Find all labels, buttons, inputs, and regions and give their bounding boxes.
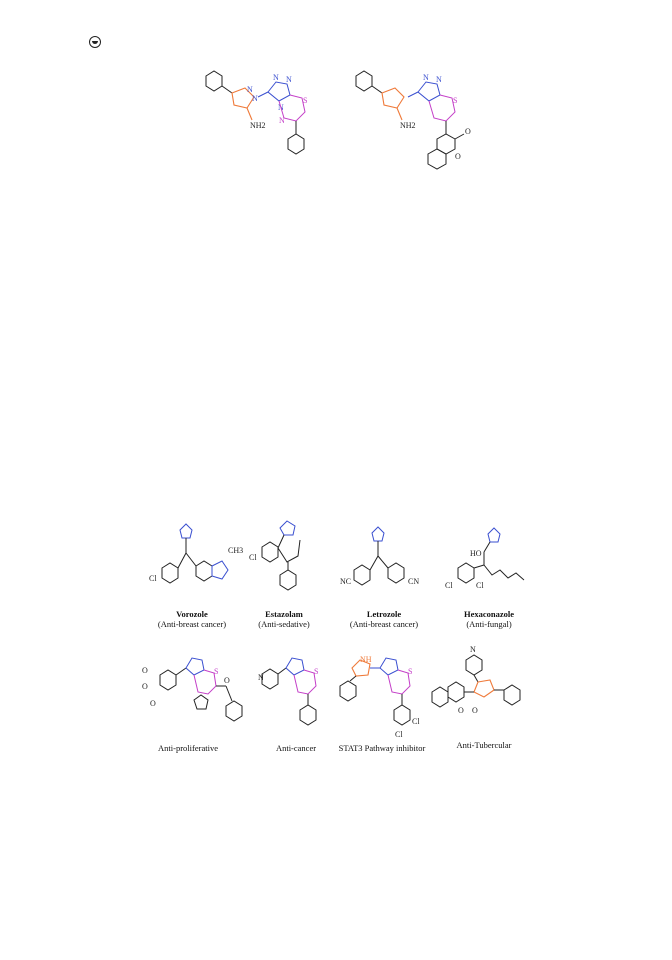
nh2-label-right: NH2 — [400, 121, 416, 130]
drug-caption-hexaconazole: Hexaconazole (Anti-fungal) — [443, 609, 535, 629]
tub-o2: O — [472, 706, 478, 715]
hexaconazole-ho: HO — [470, 549, 482, 558]
drug-name: Vorozole — [176, 609, 208, 619]
triazole-n2-right: N — [436, 75, 442, 84]
pyrazole-n: N — [252, 94, 258, 103]
activity-label: STAT3 Pathway inhibitor — [338, 743, 426, 753]
thiadiazine-n: N — [279, 116, 285, 125]
pyridine-n: N — [258, 673, 264, 682]
publisher-logo-icon — [89, 36, 101, 48]
letrozole-nc: NC — [340, 577, 351, 586]
triazole-n1-right: N — [423, 73, 429, 82]
drug-activity: (Anti-fungal) — [466, 619, 512, 629]
hexaconazole-cl1: Cl — [445, 581, 453, 590]
methoxy-o2: O — [142, 682, 148, 691]
letrozole-cn: CN — [408, 577, 419, 586]
pyrazole-n2: N — [247, 85, 253, 94]
stat3-cl1: Cl — [412, 717, 420, 726]
drug-activity: (Anti-sedative) — [258, 619, 310, 629]
tub-o1: O — [458, 706, 464, 715]
triazole-n2: N — [286, 75, 292, 84]
triazole-n1: N — [273, 73, 279, 82]
tub-pyridine-n: N — [470, 645, 476, 654]
thiadiazine-s-right: S — [453, 96, 457, 105]
ketone-o: O — [224, 676, 230, 685]
drug-caption-vorozole: Vorozole (Anti-breast cancer) — [140, 609, 244, 629]
drug-activity: (Anti-breast cancer) — [349, 619, 419, 629]
activity-caption-antitubercular: Anti-Tubercular — [436, 740, 532, 750]
activity-caption-anticancer: Anti-cancer — [252, 743, 340, 753]
stat3-cl2: Cl — [395, 730, 403, 739]
drug-name: Estazolam — [265, 609, 303, 619]
drug-name: Hexaconazole — [463, 609, 515, 619]
activity-label: Anti-cancer — [275, 743, 317, 753]
estazolam-cl: Cl — [249, 553, 257, 562]
nh2-label: NH2 — [250, 121, 266, 130]
activity-label: Anti-proliferative — [158, 743, 218, 753]
s-label-r2a: S — [214, 667, 218, 676]
s-label-r2b: S — [314, 667, 318, 676]
drug-caption-letrozole: Letrozole (Anti-breast cancer) — [332, 609, 436, 629]
activity-caption-antiproliferative: Anti-proliferative — [140, 743, 236, 753]
methoxy-o1: O — [142, 666, 148, 675]
activity-label: Anti-Tubercular — [456, 740, 512, 750]
s-label-r2c: S — [408, 667, 412, 676]
drug-caption-estazolam: Estazolam (Anti-sedative) — [244, 609, 324, 629]
coumarin-o-carbonyl: O — [465, 127, 471, 136]
drug-name: Letrozole — [366, 609, 402, 619]
thiadiazine-s: S — [303, 96, 307, 105]
vorozole-cl: Cl — [149, 574, 157, 583]
vorozole-ch3: CH3 — [228, 546, 243, 555]
pyrazole-nh: NH — [360, 655, 372, 664]
methoxy-o3: O — [150, 699, 156, 708]
coumarin-o-ring: O — [455, 152, 461, 161]
drug-activity: (Anti-breast cancer) — [157, 619, 227, 629]
activity-caption-stat3: STAT3 Pathway inhibitor — [330, 743, 434, 753]
hexaconazole-cl2: Cl — [476, 581, 484, 590]
